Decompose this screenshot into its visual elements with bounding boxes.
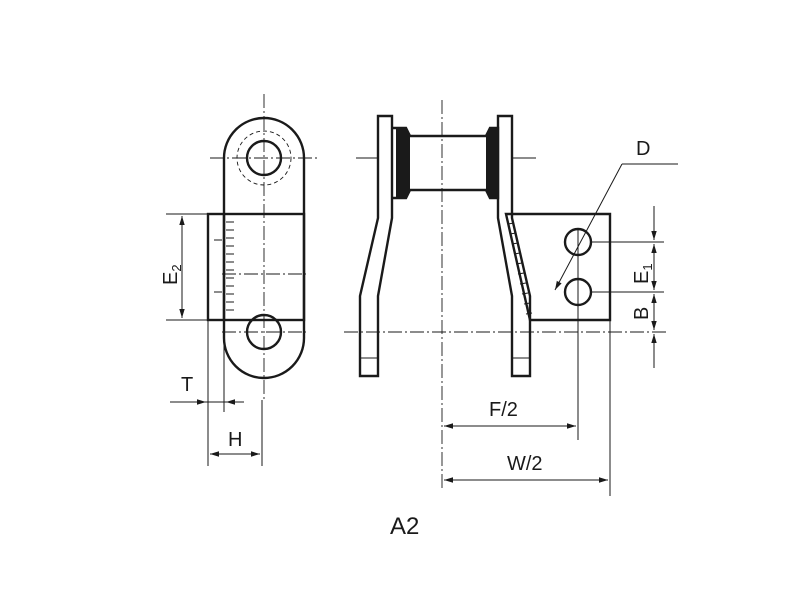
front-roller-shade-left [396, 128, 410, 198]
front-hatching [507, 222, 533, 315]
label-e1: E1 [631, 263, 655, 284]
figure-caption: A2 [390, 513, 419, 540]
dimension-w-half: W/2 [444, 453, 608, 483]
dimension-d: D [554, 138, 678, 291]
label-f-half: F/2 [489, 399, 518, 421]
dimension-f-half: F/2 [444, 399, 576, 429]
label-w-half: W/2 [507, 453, 543, 475]
dimension-t: T [170, 338, 244, 412]
dimension-e2: E2 [160, 216, 185, 318]
label-d: D [636, 138, 650, 160]
dimension-e1-b: E1 B [631, 206, 657, 368]
label-e2: E2 [160, 264, 184, 285]
dimension-h: H [207, 320, 263, 466]
label-t: T [181, 374, 193, 396]
side-view [166, 94, 318, 400]
front-roller-shade-right [486, 128, 498, 198]
front-view [344, 100, 668, 496]
label-h: H [228, 429, 242, 451]
side-plate-outline [222, 116, 306, 380]
front-attachment-plate [504, 212, 612, 322]
front-left-plate [358, 114, 394, 378]
side-attachment-bracket [206, 212, 306, 322]
front-right-plate [496, 114, 532, 378]
side-hatching [226, 221, 234, 311]
label-b: B [631, 307, 653, 320]
